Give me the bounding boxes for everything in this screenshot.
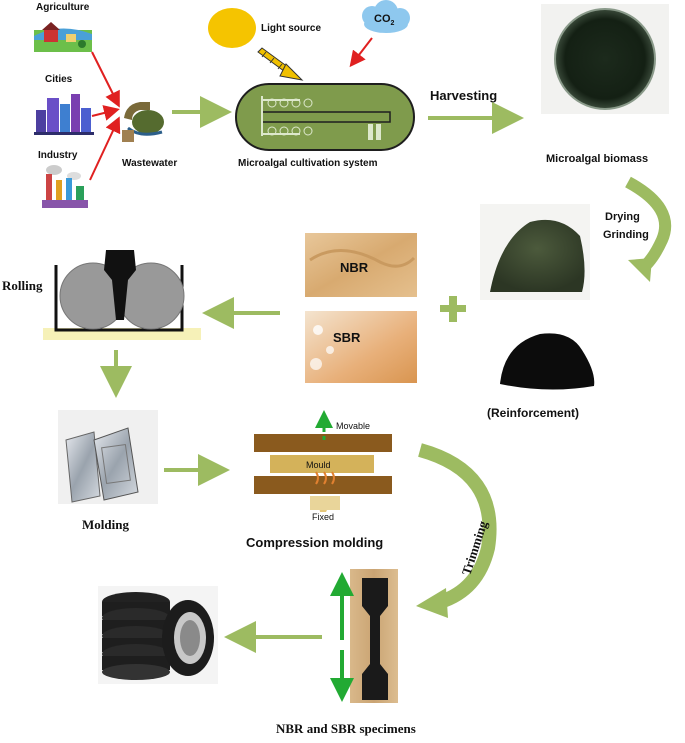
trimming-step: Trimming <box>416 443 497 618</box>
curved-arrow-drying <box>625 176 672 275</box>
specimens-label: NBR and SBR specimens <box>276 721 416 736</box>
co2-label: CO2 <box>374 13 395 27</box>
heat-waves-icon <box>315 471 335 485</box>
nbr-label: NBR <box>340 260 369 275</box>
raceway-reactor-icon <box>235 83 415 151</box>
arrow-agriculture-to-wastewater <box>91 51 120 108</box>
factory-icon <box>42 165 88 208</box>
grinding-label: Grinding <box>603 229 649 241</box>
wastewater-label: Wastewater <box>122 158 177 169</box>
wastewater-node: Wastewater <box>122 102 177 169</box>
reinforcement-label: (Reinforcement) <box>487 406 579 420</box>
co2-cloud-icon <box>362 0 410 33</box>
arrow-industry-to-wastewater <box>89 116 121 181</box>
city-buildings-icon <box>34 94 94 135</box>
co2-node: CO2 <box>349 0 410 68</box>
fixed-label: Fixed <box>312 512 334 522</box>
sbr-sample: SBR <box>305 311 417 383</box>
roll-mill-icon <box>43 250 201 340</box>
curved-arrow-trimming <box>418 443 497 609</box>
movable-label: Movable <box>336 421 370 431</box>
mould-label: Mould <box>306 460 331 470</box>
wastewater-pipe-icon <box>122 102 164 142</box>
harvesting-label: Harvesting <box>430 88 497 103</box>
petri-dish-icon <box>554 8 656 110</box>
cultivation-system-node: Microalgal cultivation system <box>235 83 415 169</box>
source-arrows <box>89 51 121 181</box>
specimen-node <box>330 569 398 703</box>
cities-label: Cities <box>45 74 73 85</box>
drying-grinding-step: Drying Grinding <box>603 176 672 282</box>
sun-icon <box>208 8 256 48</box>
compression-molding-label: Compression molding <box>246 535 383 550</box>
light-beam-arrow-icon <box>257 47 304 81</box>
molding-label: Molding <box>82 517 129 532</box>
black-powder-icon <box>500 333 595 390</box>
rolling-label: Rolling <box>2 278 43 293</box>
cities-source: Cities <box>34 74 94 135</box>
press-diagram <box>254 410 392 512</box>
biomass-label: Microalgal biomass <box>546 153 648 165</box>
agriculture-source: Agriculture <box>34 2 92 52</box>
compression-molding-node: Movable Mould Fixed Compression molding <box>246 410 392 550</box>
nbr-sample: NBR <box>305 233 417 297</box>
dumbbell-specimen-icon <box>362 578 388 700</box>
sbr-label: SBR <box>333 330 361 345</box>
agriculture-icon <box>34 22 92 52</box>
mold-plates-icon <box>65 427 139 503</box>
rolling-node: Rolling <box>2 250 201 340</box>
mould-block <box>270 455 374 473</box>
plus-icon <box>440 296 466 322</box>
upper-platen <box>254 434 392 452</box>
molding-node: Molding <box>58 410 158 532</box>
powder-pile-icon <box>490 219 585 292</box>
curved-arrow-drying-head <box>628 258 652 282</box>
industry-source: Industry <box>38 150 88 208</box>
lower-platen <box>254 476 392 494</box>
cultivation-system-label: Microalgal cultivation system <box>238 158 378 169</box>
ground-powder-node <box>480 204 590 300</box>
agriculture-label: Agriculture <box>36 2 90 13</box>
arrow-co2-to-reactor <box>349 37 373 68</box>
tires-stack-icon <box>102 592 214 680</box>
light-source-label: Light source <box>261 23 321 34</box>
biomass-node: Microalgal biomass <box>541 4 669 165</box>
reinforcement-node: (Reinforcement) <box>487 333 595 420</box>
drying-label: Drying <box>605 211 640 223</box>
light-source-node: Light source <box>208 8 321 81</box>
curved-arrow-trimming-head <box>416 588 448 618</box>
fixed-base <box>310 496 340 510</box>
industry-label: Industry <box>38 150 78 161</box>
tires-node <box>98 586 218 684</box>
arrow-cities-to-wastewater <box>91 105 120 121</box>
